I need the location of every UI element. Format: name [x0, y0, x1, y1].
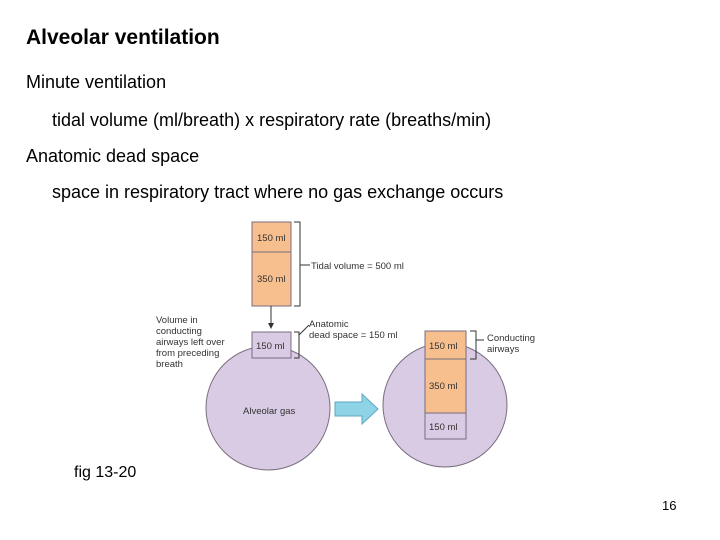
top-box-350-label: 350 ml — [257, 274, 286, 285]
left-airway-box — [251, 331, 292, 359]
conducting-airways-label-2: airways — [487, 344, 519, 355]
minute-ventilation-definition: tidal volume (ml/breath) x respiratory r… — [52, 110, 492, 130]
tidal-volume-label: Tidal volume = 500 ml — [311, 261, 404, 272]
anatomic-dead-space-label-2: dead space = 150 ml — [309, 330, 397, 341]
right-airway-350-label: 350 ml — [429, 381, 458, 392]
top-box-150-label: 150 ml — [257, 233, 286, 244]
heading-anatomic-dead-space: Anatomic dead space — [26, 146, 200, 166]
dead-space-leader — [298, 324, 310, 336]
volume-left-over-label-5: breath — [156, 359, 183, 370]
volume-left-over-label-4: from preceding — [156, 348, 219, 359]
volume-left-over-label-2: conducting — [156, 326, 202, 337]
figure-caption: fig 13-20 — [74, 464, 137, 481]
slide-title: Alveolar ventilation — [26, 26, 220, 49]
dead-space-definition: space in respiratory tract where no gas … — [52, 182, 504, 202]
alveolar-gas-label: Alveolar gas — [243, 406, 296, 417]
right-airway-150-bottom-label: 150 ml — [429, 422, 458, 433]
slide-number: 16 — [662, 498, 677, 513]
right-airway-box-150-bottom — [424, 412, 467, 440]
conducting-airways-bracket — [470, 330, 477, 360]
top-box-350 — [251, 251, 292, 307]
volume-left-over-label-3: airways left over — [156, 337, 225, 348]
dead-space-bracket — [294, 331, 300, 359]
right-airway-box-150 — [424, 330, 467, 360]
conducting-airways-label-1: Conducting — [487, 333, 535, 344]
right-airway-150-label: 150 ml — [429, 341, 458, 352]
anatomic-dead-space-label-1: Anatomic — [309, 319, 349, 330]
heading-minute-ventilation: Minute ventilation — [26, 72, 167, 92]
tidal-volume-bracket — [294, 221, 301, 307]
volume-left-over-label-1: Volume in — [156, 315, 198, 326]
left-airway-150-label: 150 ml — [256, 341, 285, 352]
transition-arrow — [334, 392, 379, 426]
